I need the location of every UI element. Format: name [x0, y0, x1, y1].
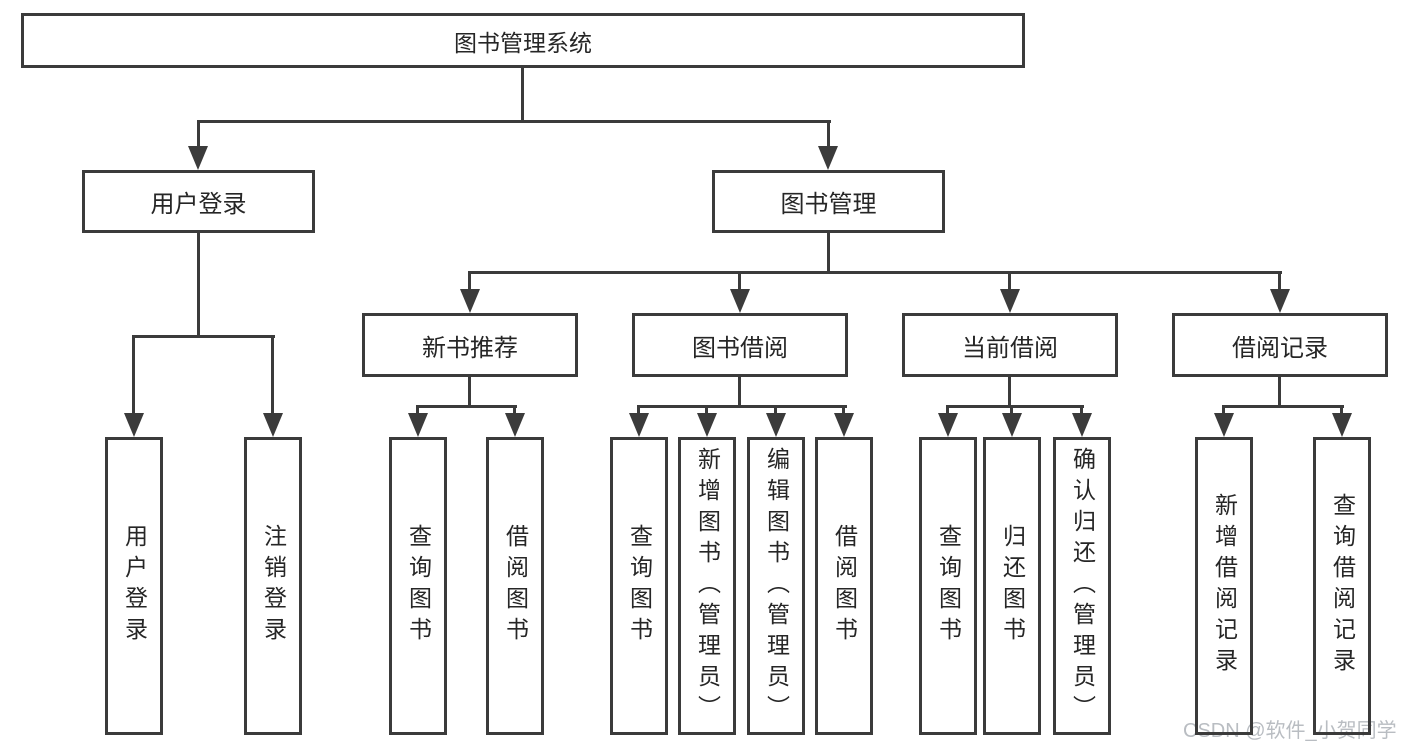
node-user-login: 用户登录 [82, 170, 315, 233]
leaf-query-books-borrow-label: 查询图书 [626, 524, 653, 648]
node-current-borrow: 当前借阅 [902, 313, 1118, 377]
node-book-borrow-label: 图书借阅 [692, 334, 788, 362]
connector-line [637, 405, 847, 408]
arrowhead-down-icon [766, 413, 786, 437]
connector-line [197, 120, 831, 123]
connector-line [1222, 405, 1344, 408]
leaf-add-borrow-record-label: 新增借阅记录 [1211, 493, 1238, 679]
connector-line [1008, 377, 1011, 408]
node-user-login-label: 用户登录 [150, 191, 247, 218]
leaf-query-books-recommend-label: 查询图书 [405, 524, 432, 648]
connector-line [132, 335, 135, 417]
connector-line [738, 377, 741, 408]
leaf-add-books-admin: 新增图书（管理员） [678, 437, 736, 735]
arrowhead-down-icon [629, 413, 649, 437]
node-root: 图书管理系统 [21, 13, 1025, 68]
node-book-management: 图书管理 [712, 170, 945, 233]
connector-line [132, 335, 275, 338]
connector-line [468, 271, 1282, 274]
node-new-book-recommend: 新书推荐 [362, 313, 578, 377]
connector-line [1222, 405, 1225, 417]
leaf-return-books: 归还图书 [983, 437, 1041, 735]
connector-line [197, 120, 200, 150]
connector-line [705, 405, 708, 417]
leaf-query-borrow-record-label: 查询借阅记录 [1329, 493, 1356, 679]
leaf-borrow-books-label: 借阅图书 [831, 524, 858, 648]
arrowhead-down-icon [124, 413, 144, 437]
node-new-book-recommend-label: 新书推荐 [422, 334, 518, 362]
leaf-query-books-recommend: 查询图书 [389, 437, 447, 735]
arrowhead-down-icon [263, 413, 283, 437]
arrowhead-down-icon [938, 413, 958, 437]
leaf-query-books-current: 查询图书 [919, 437, 977, 735]
leaf-confirm-return-admin-label: 确认归还（管理员） [1069, 446, 1096, 726]
leaf-borrow-books-recommend-label: 借阅图书 [502, 524, 529, 648]
connector-line [738, 271, 741, 293]
connector-line [774, 405, 777, 417]
connector-line [197, 233, 200, 338]
connector-line [1278, 377, 1281, 408]
node-borrow-records: 借阅记录 [1172, 313, 1388, 377]
connector-line [416, 405, 419, 417]
leaf-return-books-label: 归还图书 [999, 524, 1026, 648]
leaf-user-login: 用户登录 [105, 437, 163, 735]
leaf-confirm-return-admin: 确认归还（管理员） [1053, 437, 1111, 735]
leaf-logout-label: 注销登录 [260, 524, 287, 648]
connector-line [1278, 271, 1281, 293]
arrowhead-down-icon [1000, 289, 1020, 313]
connector-line [416, 405, 517, 408]
csdn-watermark: CSDN @软件_小贺同学 [1183, 720, 1397, 742]
leaf-borrow-books: 借阅图书 [815, 437, 873, 735]
connector-line [1340, 405, 1343, 417]
arrowhead-down-icon [1002, 413, 1022, 437]
arrowhead-down-icon [505, 413, 525, 437]
connector-line [521, 68, 524, 123]
leaf-query-books-borrow: 查询图书 [610, 437, 668, 735]
arrowhead-down-icon [730, 289, 750, 313]
connector-line [271, 335, 274, 417]
connector-line [842, 405, 845, 417]
node-book-borrow: 图书借阅 [632, 313, 848, 377]
connector-line [468, 377, 471, 408]
arrowhead-down-icon [460, 289, 480, 313]
arrowhead-down-icon [1270, 289, 1290, 313]
connector-line [1008, 271, 1011, 293]
arrowhead-down-icon [834, 413, 854, 437]
connector-line [637, 405, 640, 417]
connector-line [827, 233, 830, 274]
leaf-query-borrow-record: 查询借阅记录 [1313, 437, 1371, 735]
leaf-add-books-admin-label: 新增图书（管理员） [694, 446, 721, 726]
connector-line [946, 405, 1084, 408]
leaf-add-borrow-record: 新增借阅记录 [1195, 437, 1253, 735]
node-root-label: 图书管理系统 [454, 29, 592, 56]
arrowhead-down-icon [1072, 413, 1092, 437]
arrowhead-down-icon [1332, 413, 1352, 437]
connector-line [513, 405, 516, 417]
leaf-user-login-label: 用户登录 [121, 524, 148, 648]
leaf-edit-books-admin: 编辑图书（管理员） [747, 437, 805, 735]
arrowhead-down-icon [408, 413, 428, 437]
connector-line [468, 271, 471, 293]
leaf-query-books-current-label: 查询图书 [935, 524, 962, 648]
connector-line [827, 120, 830, 150]
arrowhead-down-icon [1214, 413, 1234, 437]
leaf-edit-books-admin-label: 编辑图书（管理员） [763, 446, 790, 726]
arrowhead-down-icon [818, 146, 838, 170]
node-borrow-records-label: 借阅记录 [1232, 334, 1328, 362]
leaf-logout: 注销登录 [244, 437, 302, 735]
connector-line [1010, 405, 1013, 417]
arrowhead-down-icon [188, 146, 208, 170]
node-current-borrow-label: 当前借阅 [962, 334, 1058, 362]
arrowhead-down-icon [697, 413, 717, 437]
leaf-borrow-books-recommend: 借阅图书 [486, 437, 544, 735]
connector-line [946, 405, 949, 417]
node-book-management-label: 图书管理 [780, 191, 877, 218]
connector-line [1080, 405, 1083, 417]
